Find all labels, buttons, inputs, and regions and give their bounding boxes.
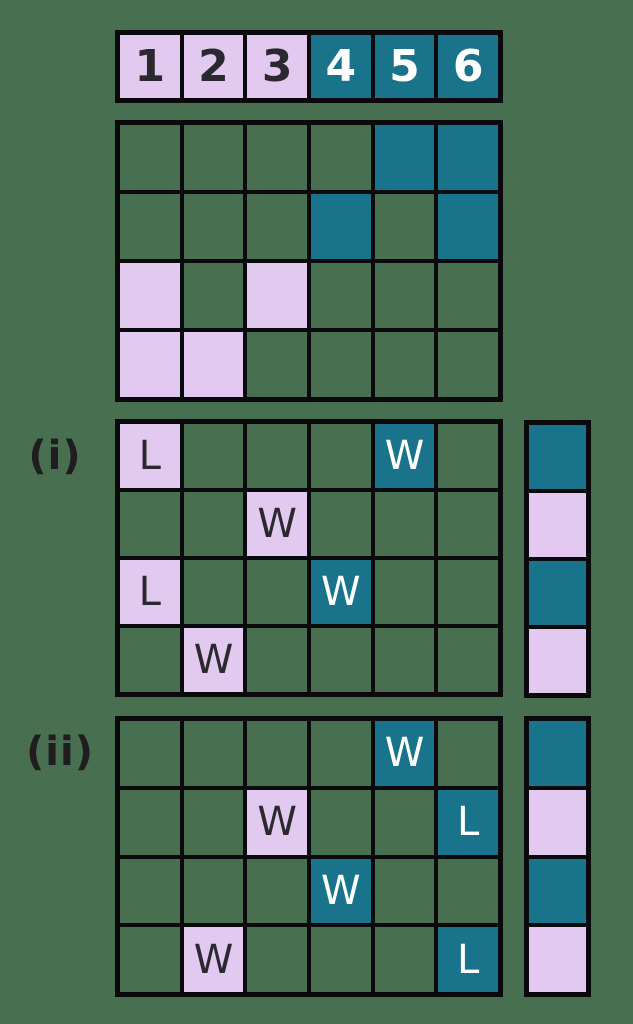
win-lose-cell xyxy=(120,628,180,692)
win-lose-cell xyxy=(438,628,498,692)
win-lose-cell xyxy=(311,789,371,855)
side-column-cell xyxy=(529,789,586,855)
win-lose-cell xyxy=(120,927,180,992)
side-column-cell xyxy=(529,493,586,557)
win-lose-cell xyxy=(183,560,244,624)
section-i-label: (i) xyxy=(28,433,82,479)
outcome-cell xyxy=(438,194,498,259)
outcome-cell xyxy=(311,263,371,328)
win-lose-cell: W xyxy=(374,424,435,488)
section-ii-label: (ii) xyxy=(26,729,94,775)
outcome-cell xyxy=(374,125,435,190)
outcome-cell xyxy=(374,332,435,397)
win-lose-cell xyxy=(374,858,435,924)
dice-cell: 6 xyxy=(438,35,498,98)
win-lose-cell xyxy=(120,492,180,556)
win-lose-cell xyxy=(374,492,435,556)
outcome-cell xyxy=(438,263,498,328)
win-lose-cell: L xyxy=(438,789,498,855)
win-lose-cell: W xyxy=(247,492,307,556)
win-lose-cell xyxy=(247,560,307,624)
win-lose-cell xyxy=(438,424,498,488)
win-lose-cell xyxy=(120,789,180,855)
side-column-cell xyxy=(529,858,586,924)
side-column-i xyxy=(524,420,591,698)
side-column-cell xyxy=(529,629,586,693)
outcome-cell xyxy=(247,332,307,397)
win-lose-cell xyxy=(247,721,307,786)
win-lose-cell xyxy=(183,858,244,924)
win-lose-cell xyxy=(374,560,435,624)
outcome-cell xyxy=(120,332,180,397)
win-lose-cell xyxy=(183,789,244,855)
dice-cell: 3 xyxy=(247,35,307,98)
outcome-cell xyxy=(183,125,244,190)
win-lose-cell xyxy=(311,628,371,692)
side-column-cell xyxy=(529,927,586,992)
side-column-ii xyxy=(524,716,591,997)
win-lose-cell: W xyxy=(374,721,435,786)
win-lose-cell: W xyxy=(311,560,371,624)
outcome-cell xyxy=(120,263,180,328)
win-lose-cell xyxy=(120,858,180,924)
outcome-cell xyxy=(438,125,498,190)
win-lose-cell xyxy=(247,927,307,992)
dice-cell: 2 xyxy=(183,35,244,98)
win-lose-cell xyxy=(183,424,244,488)
dice-cell: 5 xyxy=(374,35,435,98)
win-lose-cell xyxy=(311,721,371,786)
outcome-cell xyxy=(311,194,371,259)
win-lose-cell xyxy=(374,789,435,855)
win-lose-cell: W xyxy=(311,858,371,924)
outcome-cell xyxy=(311,332,371,397)
win-lose-cell xyxy=(438,560,498,624)
win-lose-cell xyxy=(438,858,498,924)
win-lose-cell xyxy=(183,492,244,556)
outcome-cell xyxy=(120,194,180,259)
win-lose-cell xyxy=(247,424,307,488)
win-lose-cell xyxy=(438,721,498,786)
outcome-cell xyxy=(374,263,435,328)
win-lose-cell: W xyxy=(183,927,244,992)
dice-cell: 1 xyxy=(120,35,180,98)
win-lose-cell xyxy=(120,721,180,786)
win-lose-cell xyxy=(438,492,498,556)
win-lose-cell xyxy=(247,858,307,924)
outcome-cell xyxy=(247,125,307,190)
win-lose-cell xyxy=(247,628,307,692)
win-lose-cell: W xyxy=(183,628,244,692)
outcome-cell xyxy=(374,194,435,259)
win-lose-cell xyxy=(374,927,435,992)
win-lose-cell: L xyxy=(120,424,180,488)
win-lose-cell xyxy=(311,927,371,992)
side-column-cell xyxy=(529,425,586,489)
win-lose-cell: L xyxy=(120,560,180,624)
win-lose-cell xyxy=(183,721,244,786)
outcome-cell xyxy=(247,194,307,259)
outcome-cell xyxy=(183,263,244,328)
win-lose-cell xyxy=(311,424,371,488)
side-column-cell xyxy=(529,561,586,625)
win-lose-cell xyxy=(311,492,371,556)
win-lose-cell: L xyxy=(438,927,498,992)
win-lose-cell: W xyxy=(247,789,307,855)
outcome-cell xyxy=(247,263,307,328)
win-lose-cell xyxy=(374,628,435,692)
outcome-cell xyxy=(438,332,498,397)
outcome-cell xyxy=(311,125,371,190)
dice-cell: 4 xyxy=(311,35,371,98)
outcome-cell xyxy=(183,332,244,397)
sample-space-grid xyxy=(115,120,503,402)
outcome-cell xyxy=(120,125,180,190)
outcome-cell xyxy=(183,194,244,259)
side-column-cell xyxy=(529,721,586,786)
